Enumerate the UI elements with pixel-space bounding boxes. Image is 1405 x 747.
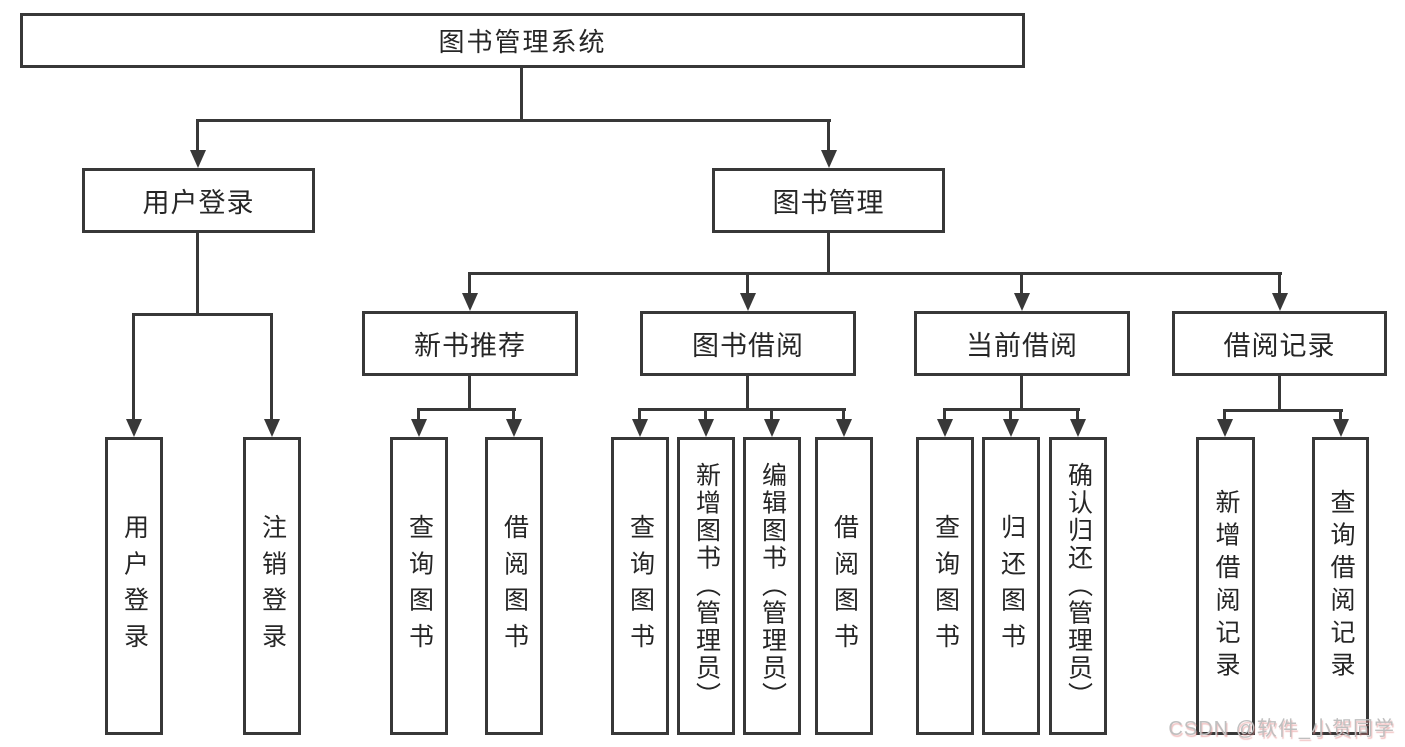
leaf-query-book-3: 查询图书 bbox=[916, 437, 974, 735]
arrowhead-down-icon bbox=[937, 419, 953, 437]
leaf-borrow-book-2: 借阅图书 bbox=[815, 437, 873, 735]
node-borrow-records: 借阅记录 bbox=[1172, 311, 1387, 376]
connector-line bbox=[943, 408, 946, 419]
arrowhead-down-icon bbox=[740, 293, 756, 311]
connector-line bbox=[417, 408, 516, 411]
connector-line bbox=[746, 272, 749, 293]
arrowhead-down-icon bbox=[126, 419, 142, 437]
connector-line bbox=[1020, 272, 1023, 293]
connector-line bbox=[270, 313, 273, 419]
node-current-borrow: 当前借阅 bbox=[914, 311, 1130, 376]
connector-line bbox=[468, 272, 1282, 275]
leaf-borrow-book-1: 借阅图书 bbox=[485, 437, 543, 735]
leaf-edit-book-admin: 编辑图书（管理员） bbox=[743, 437, 801, 735]
connector-line bbox=[1020, 376, 1023, 408]
leaf-query-borrow-record: 查询借阅记录 bbox=[1312, 437, 1369, 735]
arrowhead-down-icon bbox=[764, 419, 780, 437]
arrowhead-down-icon bbox=[1003, 419, 1019, 437]
arrowhead-down-icon bbox=[411, 419, 427, 437]
connector-line bbox=[520, 68, 523, 119]
leaf-return-book: 归还图书 bbox=[982, 437, 1040, 735]
arrowhead-down-icon bbox=[836, 419, 852, 437]
arrowhead-down-icon bbox=[1333, 419, 1349, 437]
connector-line bbox=[842, 408, 845, 419]
node-new-book-recommend: 新书推荐 bbox=[362, 311, 578, 376]
arrowhead-down-icon bbox=[698, 419, 714, 437]
connector-line bbox=[1009, 408, 1012, 419]
connector-line bbox=[746, 376, 749, 408]
connector-line bbox=[468, 376, 471, 408]
connector-line bbox=[196, 233, 199, 313]
connector-line bbox=[196, 119, 831, 122]
connector-line bbox=[132, 313, 273, 316]
arrowhead-down-icon bbox=[462, 293, 478, 311]
leaf-user-login: 用户登录 bbox=[105, 437, 163, 735]
connector-line bbox=[468, 272, 471, 293]
arrowhead-down-icon bbox=[632, 419, 648, 437]
arrowhead-down-icon bbox=[506, 419, 522, 437]
connector-line bbox=[638, 408, 846, 411]
leaf-query-book-2: 查询图书 bbox=[611, 437, 669, 735]
connector-line bbox=[1076, 408, 1079, 419]
node-root: 图书管理系统 bbox=[20, 13, 1025, 68]
node-book-borrow: 图书借阅 bbox=[640, 311, 856, 376]
connector-line bbox=[196, 119, 199, 150]
csdn-watermark: CSDN @软件_小贺同学 bbox=[1168, 718, 1395, 740]
leaf-add-borrow-record: 新增借阅记录 bbox=[1196, 437, 1255, 735]
connector-line bbox=[1223, 409, 1226, 419]
node-user-login: 用户登录 bbox=[82, 168, 315, 233]
connector-line bbox=[704, 408, 707, 419]
connector-line bbox=[1339, 409, 1342, 419]
connector-line bbox=[770, 408, 773, 419]
leaf-confirm-return-admin: 确认归还（管理员） bbox=[1049, 437, 1107, 735]
connector-line bbox=[827, 119, 830, 150]
arrowhead-down-icon bbox=[1014, 293, 1030, 311]
leaf-add-book-admin: 新增图书（管理员） bbox=[677, 437, 735, 735]
arrowhead-down-icon bbox=[1272, 293, 1288, 311]
connector-line bbox=[1278, 376, 1281, 409]
connector-line bbox=[1223, 409, 1343, 412]
arrowhead-down-icon bbox=[190, 150, 206, 168]
connector-line bbox=[132, 313, 135, 419]
arrowhead-down-icon bbox=[1217, 419, 1233, 437]
leaf-logout: 注销登录 bbox=[243, 437, 301, 735]
connector-line bbox=[1278, 272, 1281, 293]
connector-line bbox=[638, 408, 641, 419]
arrowhead-down-icon bbox=[264, 419, 280, 437]
connector-line bbox=[417, 408, 420, 419]
connector-line bbox=[827, 233, 830, 272]
node-book-management: 图书管理 bbox=[712, 168, 945, 233]
arrowhead-down-icon bbox=[1070, 419, 1086, 437]
connector-line bbox=[512, 408, 515, 419]
leaf-query-book-1: 查询图书 bbox=[390, 437, 448, 735]
arrowhead-down-icon bbox=[821, 150, 837, 168]
